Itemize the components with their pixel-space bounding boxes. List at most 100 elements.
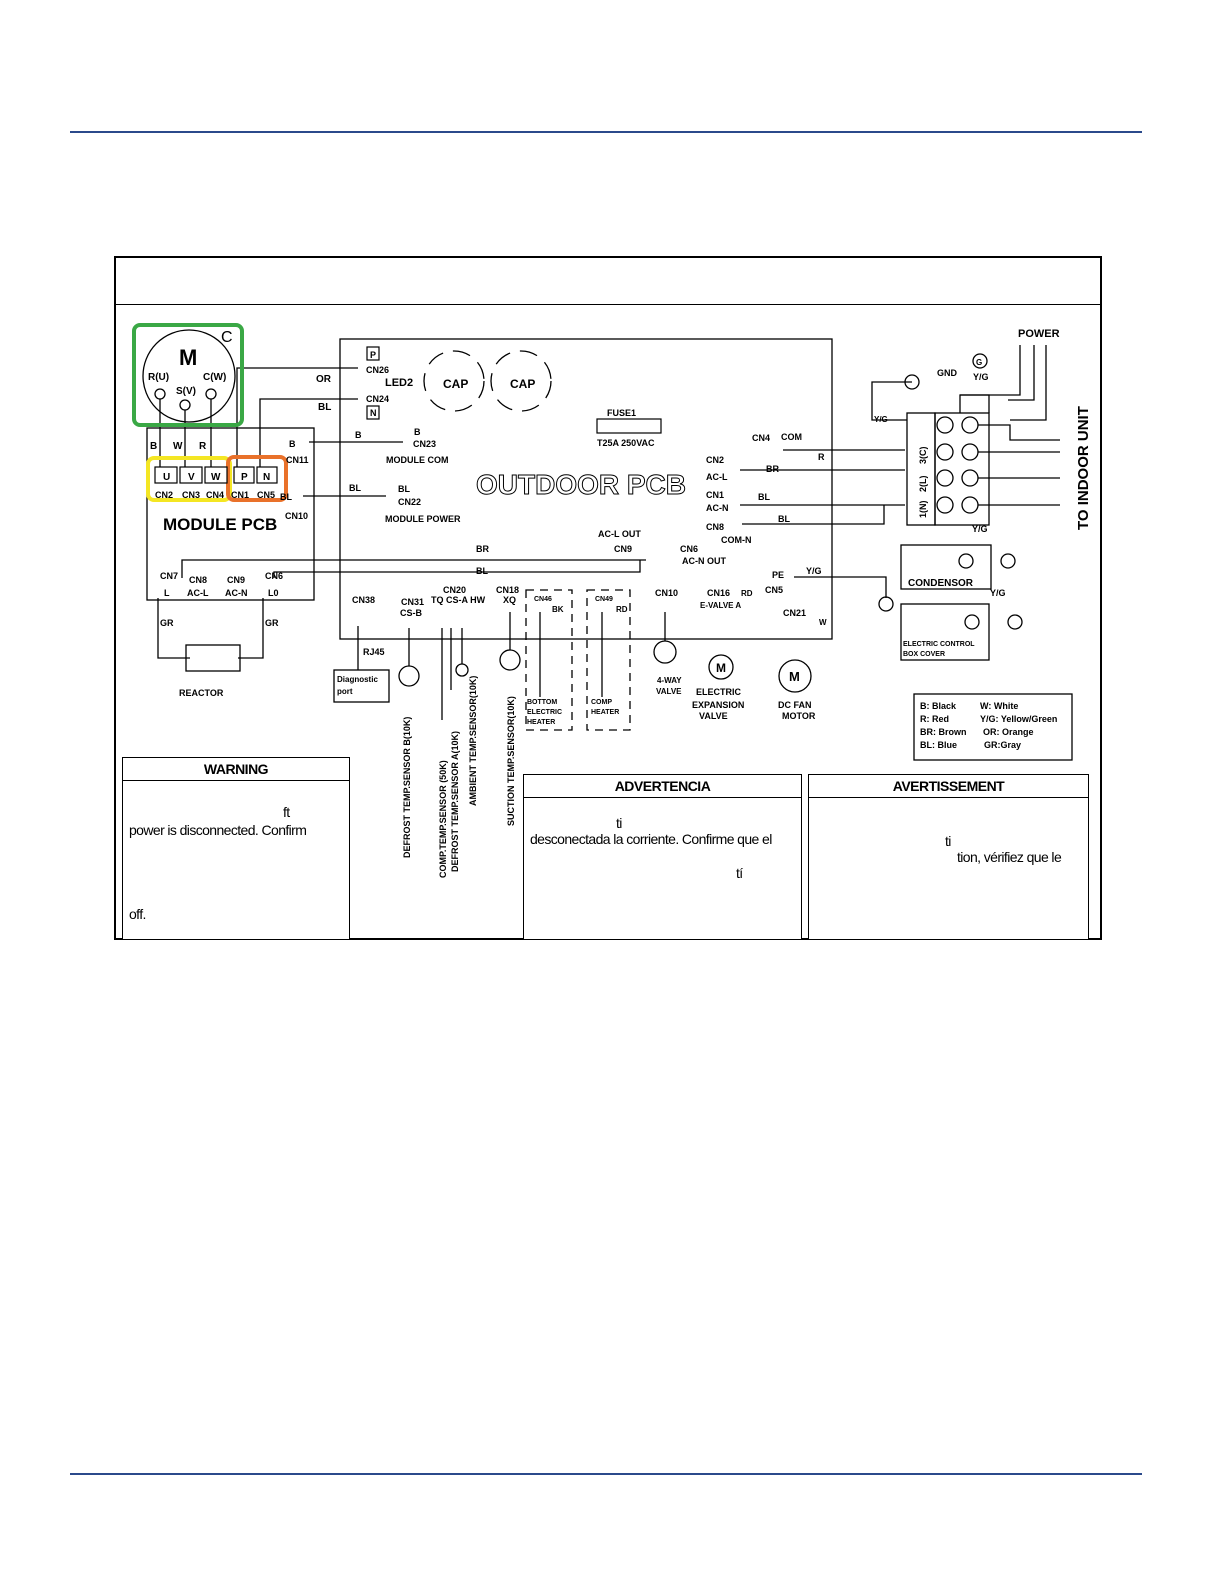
pin-w: W bbox=[211, 472, 221, 483]
legend-r: R: Red bbox=[920, 714, 949, 724]
mod-cn5: CN5 bbox=[257, 490, 275, 500]
pcb-com: COM bbox=[781, 432, 802, 442]
mod-cn10: CN10 bbox=[285, 511, 308, 521]
acn-wire-label: BL bbox=[758, 492, 770, 502]
warning-box-es: ADVERTENCIA ti desconectada la corriente… bbox=[523, 774, 802, 940]
electric-control-box bbox=[900, 603, 990, 661]
pcb-cn5: CN5 bbox=[765, 585, 783, 595]
mod-cn2: CN2 bbox=[155, 490, 173, 500]
pcb-acl: AC-L bbox=[706, 472, 728, 482]
legend-box bbox=[913, 693, 1073, 761]
diagnostic-port-box bbox=[333, 669, 390, 703]
gnd-label: GND bbox=[937, 368, 958, 378]
reactor-label: REACTOR bbox=[179, 688, 224, 698]
legend-gr: GR:Gray bbox=[984, 740, 1021, 750]
pcb-comn: COM-N bbox=[721, 535, 752, 545]
pcb-cn1: CN1 bbox=[706, 490, 724, 500]
pcb-acn-out: AC-N OUT bbox=[682, 556, 726, 566]
pcb-acl-out: AC-L OUT bbox=[598, 529, 641, 539]
condensor-label: CONDENSOR bbox=[908, 578, 974, 589]
capacitor-2 bbox=[490, 350, 552, 412]
ground-g-label: G bbox=[976, 358, 982, 367]
terminal-1n: 1(N) bbox=[918, 500, 928, 518]
terminal-yg-label: Y/G bbox=[874, 415, 888, 424]
pcb-cn31: CN31 bbox=[401, 597, 424, 607]
pcb-acn: AC-N bbox=[706, 503, 729, 513]
motor-corner-label: C bbox=[221, 329, 233, 346]
terminal-3c: 3(C) bbox=[918, 446, 928, 464]
bh-line3: HEATER bbox=[527, 719, 555, 726]
mod-acl: AC-L bbox=[187, 588, 209, 598]
cn49-wire-label: RD bbox=[616, 605, 628, 614]
fuse-rating: T25A 250VAC bbox=[597, 438, 655, 448]
bl-long-label: BL bbox=[476, 566, 488, 576]
valve4-line1: 4-WAY bbox=[657, 676, 682, 685]
legend-b: B: Black bbox=[920, 701, 957, 711]
pcb-tq-cs: TQ CS-A HW bbox=[431, 595, 486, 605]
outdoor-pcb-title: OUTDOOR PCB bbox=[476, 469, 686, 500]
to-indoor-unit-label: TO INDOOR UNIT bbox=[1075, 406, 1092, 530]
pcb-led2: LED2 bbox=[385, 377, 413, 389]
legend-or: OR: Orange bbox=[983, 727, 1034, 737]
pcb-cn18: CN18 bbox=[496, 585, 519, 595]
wire-b-label: B bbox=[150, 441, 157, 452]
sensor-defrost-b: DEFROST TEMP.SENSOR B(10K) bbox=[402, 717, 412, 858]
ecb-yg-label: Y/G bbox=[990, 588, 1006, 598]
fuse1-label: FUSE1 bbox=[607, 408, 636, 418]
condensor-yg-label: Y/G bbox=[972, 524, 988, 534]
diag-port-line2: port bbox=[337, 687, 353, 696]
sensor-comp: COMP.TEMP.SENSOR (50K) bbox=[438, 760, 448, 878]
compressor-highlight bbox=[132, 323, 244, 427]
fan-motor-letter: M bbox=[789, 669, 800, 684]
mod-cn3: CN3 bbox=[182, 490, 200, 500]
rj45-label: RJ45 bbox=[363, 647, 385, 657]
wire-bl-label: BL bbox=[318, 402, 331, 413]
bottom-rule bbox=[70, 1473, 1142, 1475]
eev-line3: VALVE bbox=[699, 711, 728, 721]
pcb-cn46: CN46 bbox=[534, 596, 552, 603]
mod-cn1: CN1 bbox=[231, 490, 249, 500]
gr-left-label: GR bbox=[160, 618, 174, 628]
motor-letter: M bbox=[179, 345, 197, 370]
com-wire-label: R bbox=[818, 452, 825, 462]
diag-port-line1: Diagnostic bbox=[337, 675, 378, 684]
motor-s-label: S(V) bbox=[176, 386, 196, 397]
pn-highlight bbox=[226, 455, 288, 502]
outdoor-pcb-outline bbox=[339, 338, 833, 640]
avertissement-line-1: ti bbox=[945, 833, 951, 849]
diagram-title-bar bbox=[116, 258, 1100, 305]
warning-line-3: off. bbox=[129, 906, 146, 922]
ground-terminal bbox=[972, 353, 988, 369]
module-pcb-title: MODULE PCB bbox=[163, 515, 277, 534]
ch-line2: HEATER bbox=[591, 709, 619, 716]
legend-w: W: White bbox=[980, 701, 1018, 711]
mod-cn4: CN4 bbox=[206, 490, 224, 500]
cn10-wire-label: BL bbox=[280, 492, 292, 502]
cn21-wire-label: W bbox=[819, 618, 827, 627]
cn23-pin: B bbox=[414, 427, 421, 437]
sensor-defrost-a: DEFROST TEMP.SENSOR A(10K) bbox=[450, 731, 460, 872]
avertissement-title: AVERTISSEMENT bbox=[809, 775, 1088, 798]
cn23-wire-label: B bbox=[355, 430, 362, 440]
legend-yg: Y/G: Yellow/Green bbox=[980, 714, 1057, 724]
warning-title: WARNING bbox=[123, 758, 349, 781]
eev-line2: EXPANSION bbox=[692, 700, 744, 710]
condensor-box bbox=[900, 544, 992, 590]
pcb-cs-b: CS-B bbox=[400, 608, 422, 618]
cn22-wire-label: BL bbox=[349, 483, 361, 493]
pe-wire-label: Y/G bbox=[806, 566, 822, 576]
module-pcb-outline bbox=[146, 427, 315, 601]
wire-or-label: OR bbox=[316, 374, 332, 385]
motor-c-label: C(W) bbox=[203, 372, 226, 383]
avertissement-line-2: tion, vérifiez que le bbox=[957, 849, 1062, 865]
ch-line1: COMP bbox=[591, 699, 612, 706]
warning-box-en: WARNING ft power is disconnected. Confir… bbox=[122, 757, 350, 940]
wire-w-label: W bbox=[173, 441, 183, 452]
legend-br: BR: Brown bbox=[920, 727, 967, 737]
cap-2-label: CAP bbox=[510, 377, 535, 391]
mod-cn11: CN11 bbox=[286, 455, 309, 465]
pcb-cn38: CN38 bbox=[352, 595, 375, 605]
legend-bl: BL: Blue bbox=[920, 740, 957, 750]
pcb-cn22: CN22 bbox=[398, 497, 421, 507]
